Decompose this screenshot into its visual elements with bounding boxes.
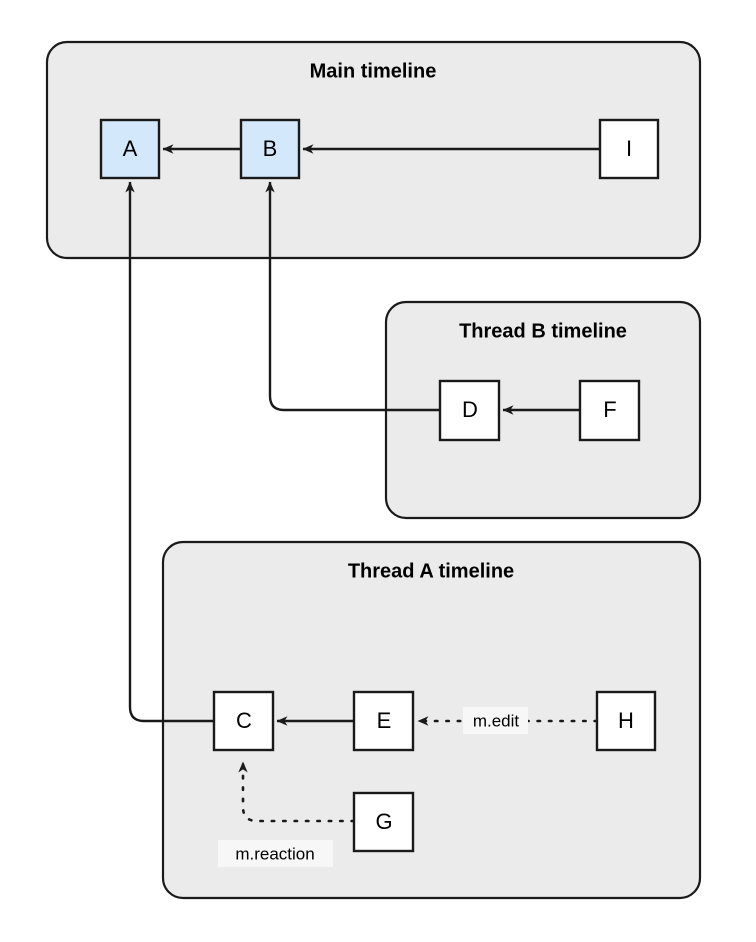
node-label-i: I	[626, 136, 632, 161]
group-title-thread-b-timeline: Thread B timeline	[459, 320, 627, 342]
edge-label-bg-m-edit	[463, 707, 528, 734]
node-box-b[interactable]	[239, 118, 301, 180]
edge-label-bg-m-reaction	[218, 840, 333, 867]
node-f[interactable]: F	[578, 379, 641, 442]
node-label-h: H	[618, 708, 634, 733]
edge-g-to-c: m.reaction	[218, 760, 356, 867]
node-label-d: D	[462, 397, 478, 422]
node-h[interactable]: H	[595, 690, 657, 752]
node-a[interactable]: A	[99, 118, 161, 180]
node-b[interactable]: B	[239, 118, 301, 180]
node-label-e: E	[377, 708, 392, 733]
node-box-d[interactable]	[438, 379, 501, 442]
node-label-c: C	[236, 708, 252, 733]
node-g[interactable]: G	[352, 791, 415, 853]
node-box-e[interactable]	[352, 690, 415, 752]
edge-d-to-b	[265, 181, 440, 412]
edge-line-d-to-b	[265, 181, 440, 412]
node-box-i[interactable]	[598, 118, 660, 180]
edge-c-to-a	[125, 181, 214, 723]
group-title-main-timeline: Main timeline	[310, 60, 437, 82]
edge-label-m-reaction: m.reaction	[235, 844, 314, 863]
node-d[interactable]: D	[438, 379, 501, 442]
group-title-thread-a-timeline: Thread A timeline	[348, 560, 514, 582]
node-label-f: F	[603, 397, 616, 422]
node-box-a[interactable]	[99, 118, 161, 180]
edge-h-to-e: m.edit	[416, 707, 599, 734]
node-box-f[interactable]	[578, 379, 641, 442]
node-e[interactable]: E	[352, 690, 415, 752]
node-label-a: A	[123, 136, 138, 161]
node-box-h[interactable]	[595, 690, 657, 752]
node-label-g: G	[375, 809, 392, 834]
node-c[interactable]: C	[212, 690, 275, 752]
node-box-c[interactable]	[212, 690, 275, 752]
edge-line-c-to-a	[125, 181, 214, 723]
edge-label-m-edit: m.edit	[473, 711, 520, 730]
node-label-b: B	[263, 136, 278, 161]
node-box-g[interactable]	[352, 791, 415, 853]
node-i[interactable]: I	[598, 118, 660, 180]
